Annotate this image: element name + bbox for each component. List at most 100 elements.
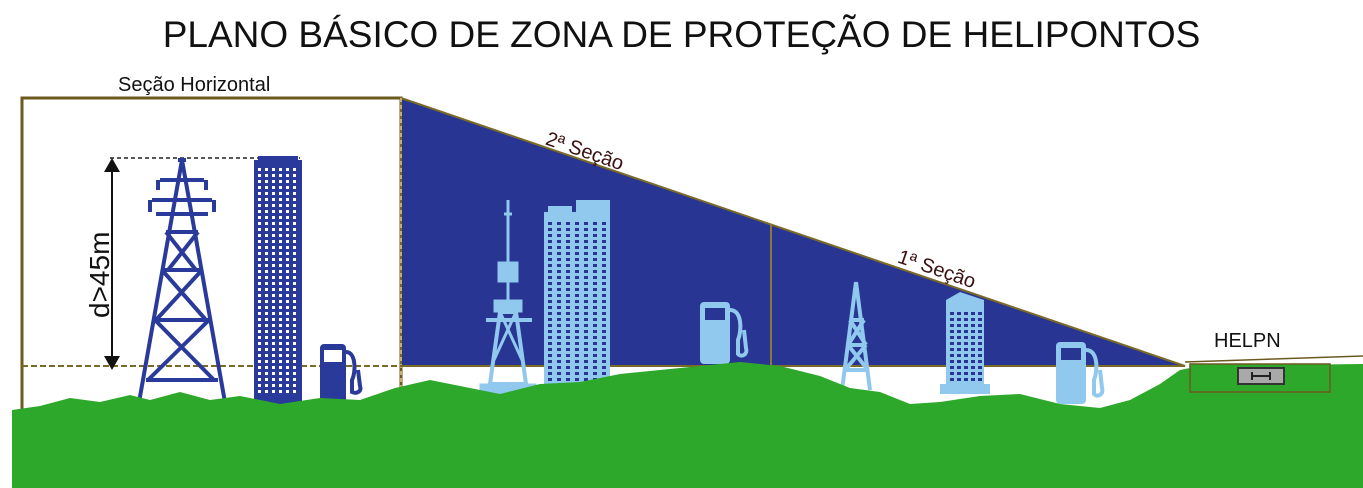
window — [584, 354, 588, 357]
window — [584, 258, 588, 261]
window — [584, 276, 588, 279]
window — [566, 264, 570, 267]
window — [964, 318, 968, 321]
window — [258, 306, 261, 309]
window — [548, 312, 552, 315]
window — [286, 174, 289, 177]
window — [265, 288, 268, 291]
window — [286, 306, 289, 309]
window — [286, 246, 289, 249]
window — [293, 246, 296, 249]
window — [584, 372, 588, 375]
window — [971, 354, 975, 357]
window — [950, 330, 954, 333]
window — [575, 342, 579, 345]
window — [584, 240, 588, 243]
window — [272, 378, 275, 381]
window — [978, 318, 982, 321]
window — [566, 366, 570, 369]
window — [279, 276, 282, 279]
window — [286, 366, 289, 369]
window — [258, 180, 261, 183]
window — [279, 198, 282, 201]
window — [557, 366, 561, 369]
window — [258, 360, 261, 363]
window — [272, 354, 275, 357]
window — [548, 330, 552, 333]
window — [584, 288, 588, 291]
window — [258, 342, 261, 345]
window — [593, 234, 597, 237]
window — [272, 258, 275, 261]
window — [566, 246, 570, 249]
window — [279, 360, 282, 363]
window — [293, 258, 296, 261]
window — [593, 276, 597, 279]
window — [286, 354, 289, 357]
window — [575, 228, 579, 231]
window — [557, 354, 561, 357]
window — [548, 264, 552, 267]
window — [265, 294, 268, 297]
window — [272, 390, 275, 393]
window — [293, 354, 296, 357]
window — [593, 300, 597, 303]
window — [265, 348, 268, 351]
fuel-pump-icon — [320, 344, 363, 408]
window — [272, 210, 275, 213]
window — [964, 330, 968, 333]
window — [279, 252, 282, 255]
window — [286, 348, 289, 351]
window — [548, 366, 552, 369]
window — [557, 258, 561, 261]
window — [602, 276, 606, 279]
window — [258, 246, 261, 249]
window — [575, 312, 579, 315]
window — [258, 372, 261, 375]
window — [978, 366, 982, 369]
window — [265, 336, 268, 339]
window — [593, 366, 597, 369]
window — [265, 282, 268, 285]
window — [593, 240, 597, 243]
window — [957, 366, 961, 369]
window — [265, 240, 268, 243]
window — [293, 300, 296, 303]
window — [557, 228, 561, 231]
window — [584, 348, 588, 351]
window — [279, 234, 282, 237]
window — [548, 372, 552, 375]
window — [566, 348, 570, 351]
window — [950, 312, 954, 315]
window — [575, 246, 579, 249]
window — [971, 348, 975, 351]
window — [293, 306, 296, 309]
window — [566, 360, 570, 363]
window — [272, 276, 275, 279]
window — [293, 252, 296, 255]
window — [584, 270, 588, 273]
window — [258, 234, 261, 237]
buildings-icon — [544, 200, 610, 394]
window — [293, 234, 296, 237]
window — [575, 282, 579, 285]
window — [575, 258, 579, 261]
window — [279, 192, 282, 195]
window — [548, 318, 552, 321]
window — [584, 378, 588, 381]
transmission-tower-icon — [136, 158, 228, 409]
helipad-label: HELPN — [1214, 330, 1281, 352]
skyscraper-icon — [254, 156, 302, 410]
window — [978, 336, 982, 339]
window — [557, 240, 561, 243]
window — [265, 198, 268, 201]
window — [964, 336, 968, 339]
window — [293, 366, 296, 369]
window — [548, 222, 552, 225]
window — [971, 324, 975, 327]
window — [279, 174, 282, 177]
window — [265, 270, 268, 273]
window — [557, 324, 561, 327]
window — [293, 294, 296, 297]
